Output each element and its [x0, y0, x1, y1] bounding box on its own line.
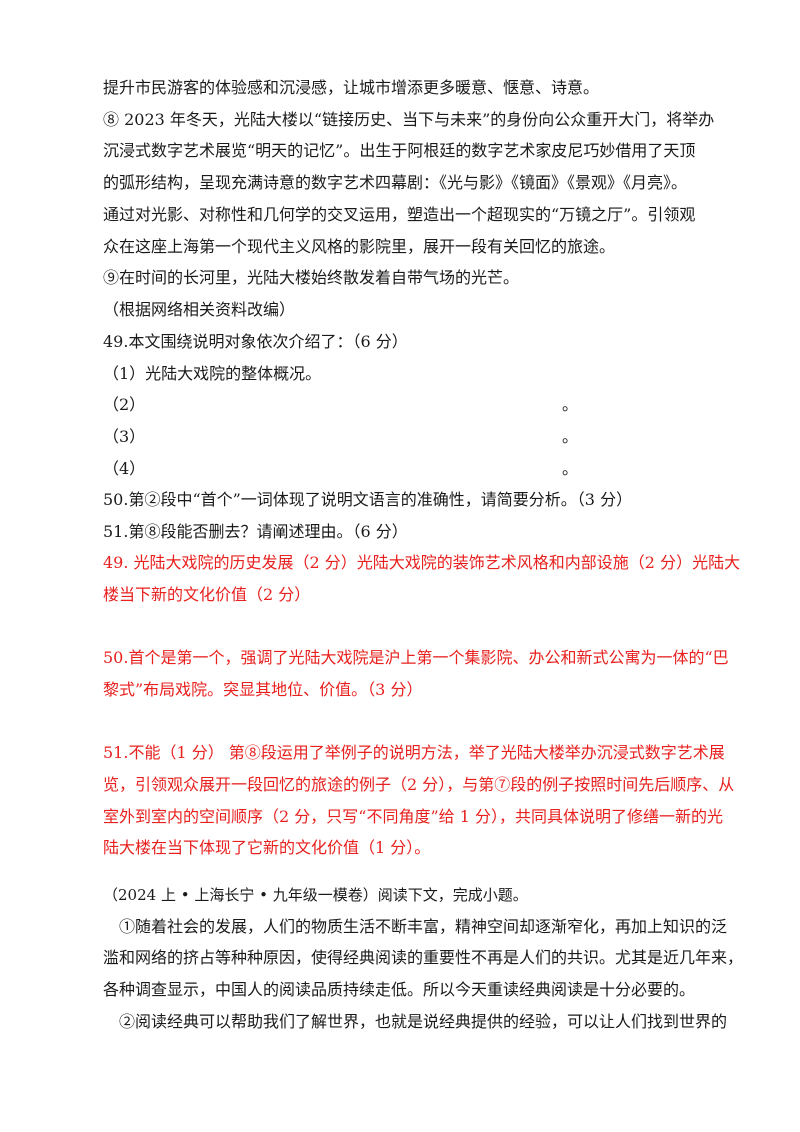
question-49-item-2: （2）	[103, 395, 146, 414]
answer-51-line: 陆大楼在当下体现了它新的文化价值（1 分）。	[103, 838, 431, 857]
blank-end-mark: 。	[562, 427, 579, 446]
question-49-item-1: （1）光陆大戏院的整体概况。	[103, 364, 322, 383]
passage-header: （2024 上 • 上海长宁 • 九年级一模卷）阅读下文，完成小题。	[103, 886, 528, 904]
answer-49-line: 49. 光陆大戏院的历史发展（2 分）光陆大戏院的装饰艺术风格和内部设施（2 分…	[103, 553, 741, 572]
article-line: 提升市民游客的体验感和沉浸感，让城市增添更多暖意、惬意、诗意。	[103, 78, 600, 97]
question-49-item-3: （3）	[103, 427, 146, 446]
passage-line: 各种调查显示，中国人的阅读品质持续走低。所以今天重读经典阅读是十分必要的。	[103, 980, 696, 999]
passage-line: 滥和网络的挤占等种种原因，使得经典阅读的重要性不再是人们的共识。尤其是近几年来，	[103, 948, 744, 967]
question-50: 50.第②段中“首个”一词体现了说明文语言的准确性，请简要分析。（3 分）	[103, 490, 633, 509]
passage-paragraph-1: ①随着社会的发展，人们的物质生活不断丰富，精神空间却逐渐窄化，再加上知识的泛	[103, 917, 728, 936]
article-paragraph-9: ⑨在时间的长河里，光陆大楼始终散发着自带气场的光芒。	[103, 268, 520, 287]
question-49: 49.本文围绕说明对象依次介绍了：（6 分）	[103, 332, 408, 351]
article-line: 众在这座上海第一个现代主义风格的影院里，展开一段有关回忆的旅途。	[103, 237, 616, 256]
question-49-item-4: （4）	[103, 459, 146, 478]
answer-51-line: 览，引领观众展开一段回忆的旅途的例子（2 分），与第⑦段的例子按照时间先后顺序、…	[103, 775, 735, 794]
answer-50-line: 黎式”布局戏院。突显其地位、价值。（3 分）	[103, 680, 423, 699]
article-paragraph-8: ⑧ 2023 年冬天，光陆大楼以“链接历史、当下与未来”的身份向公众重开大门，将…	[103, 110, 715, 129]
article-line: 的弧形结构，呈现充满诗意的数字艺术四幕剧：《光与影》《镜面》《景观》《月亮》。	[103, 173, 688, 192]
article-line: 通过对光影、对称性和几何学的交叉运用，塑造出一个超现实的“万镜之厅”。引领观	[103, 205, 696, 224]
answer-51-line: 51.不能（1 分） 第⑧段运用了举例子的说明方法，举了光陆大楼举办沉浸式数字艺…	[103, 743, 725, 762]
question-51: 51.第⑧段能否删去？请阐述理由。（6 分）	[103, 522, 408, 541]
blank-end-mark: 。	[562, 395, 579, 414]
passage-paragraph-2: ②阅读经典可以帮助我们了解世界，也就是说经典提供的经验，可以让人们找到世界的	[103, 1012, 728, 1031]
answer-50-line: 50.首个是第一个，强调了光陆大戏院是沪上第一个集影院、办公和新式公寓为一体的“…	[103, 648, 729, 667]
blank-end-mark: 。	[562, 459, 579, 478]
answer-51-line: 室外到室内的空间顺序（2 分，只写“不同角度”给 1 分），共同具体说明了修缮一…	[103, 807, 723, 826]
source-note: （根据网络相关资料改编）	[103, 300, 296, 319]
article-line: 沉浸式数字艺术展览“明天的记忆”。出生于阿根廷的数字艺术家皮尼巧妙借用了天顶	[103, 141, 696, 160]
answer-49-line: 楼当下新的文化价值（2 分）	[103, 585, 311, 604]
